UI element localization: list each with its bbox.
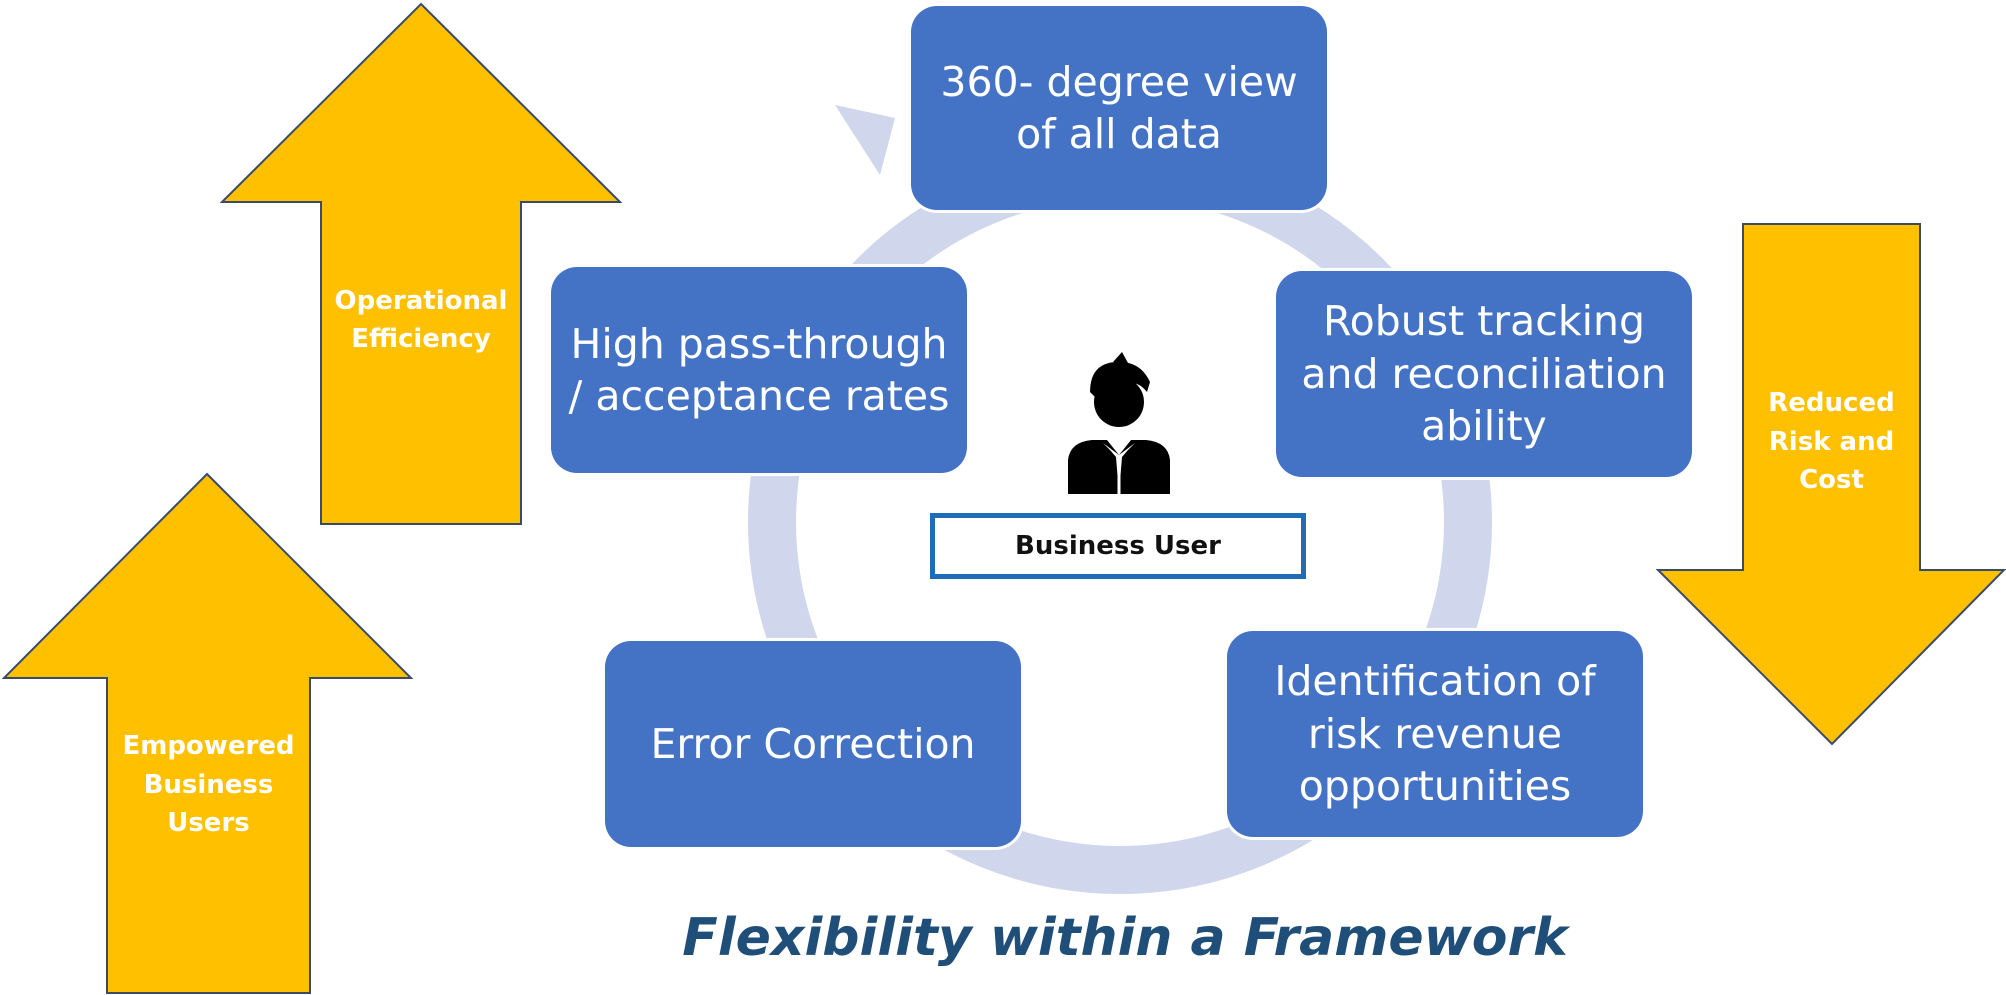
business-user-icon (1068, 352, 1170, 494)
operational-efficiency-label: Operational Efficiency (334, 285, 508, 354)
step-error-correction-label: Error Correction (650, 719, 976, 768)
step-robust-tracking-label: Robust tracking and reconciliation abili… (1301, 297, 1667, 451)
reduced-risk-label: Reduced Risk and Cost (1768, 388, 1895, 496)
reduced-risk-arrow (1655, 223, 2006, 746)
operational-efficiency-arrow (219, 2, 623, 525)
step-360-view: 360- degree view of all data (911, 6, 1327, 210)
diagram-title: Flexibility within a Framework (682, 908, 1568, 968)
empowered-users-label: Empowered Business Users (122, 731, 295, 839)
step-error-correction: Error Correction (605, 641, 1021, 847)
step-high-pass-through-label: High pass-through / acceptance rates (568, 319, 950, 420)
step-360-view-label: 360- degree view of all data (940, 57, 1298, 158)
business-user-label: Business User (930, 513, 1306, 579)
empowered-users-arrow (1, 472, 414, 994)
step-identification-label: Identification of risk revenue opportuni… (1274, 657, 1596, 811)
step-robust-tracking: Robust tracking and reconciliation abili… (1276, 271, 1692, 477)
step-high-pass-through: High pass-through / acceptance rates (551, 267, 967, 473)
cycle-arrowhead (835, 105, 895, 175)
step-identification: Identification of risk revenue opportuni… (1227, 631, 1643, 837)
